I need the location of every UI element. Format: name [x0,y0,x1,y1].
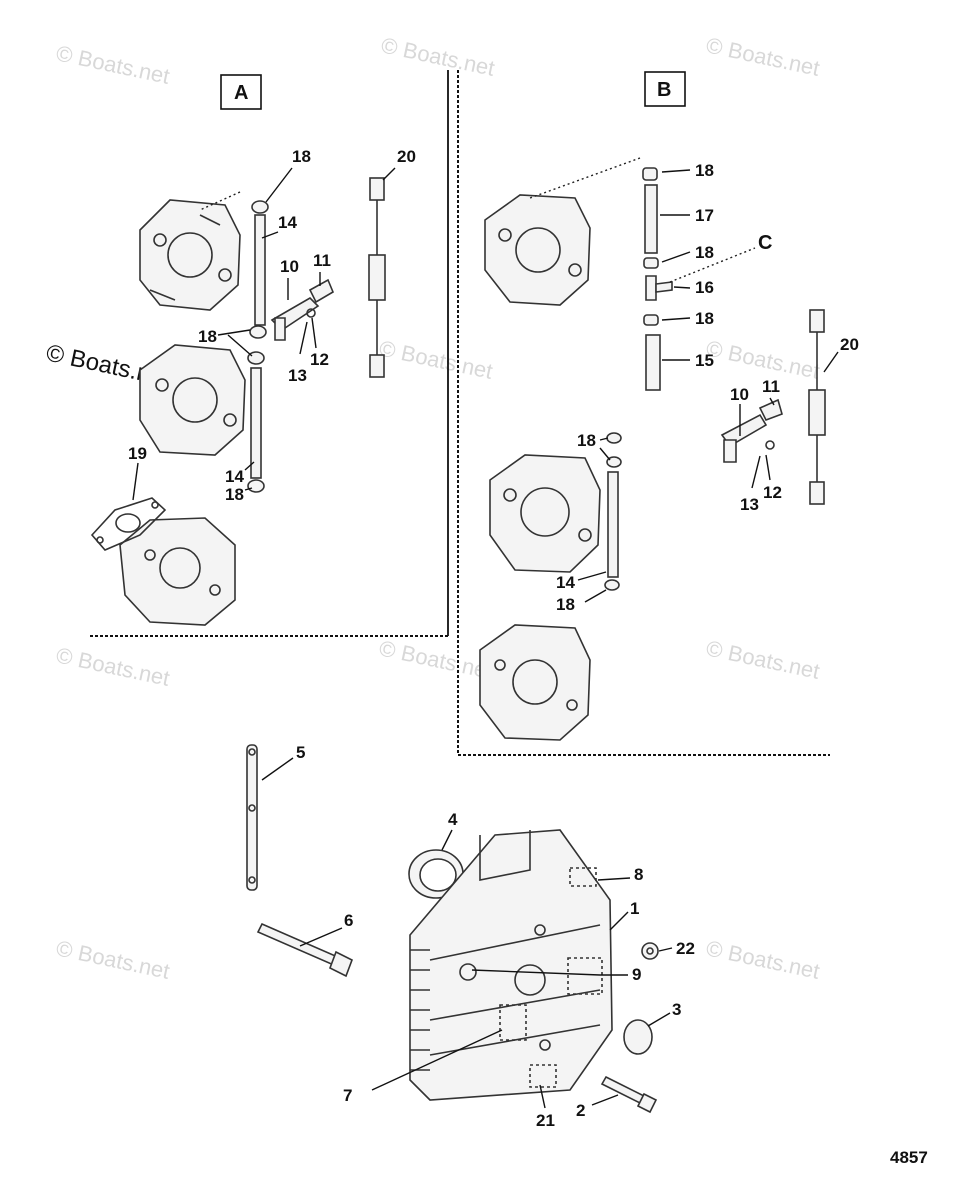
callout: 2 [576,1101,585,1120]
callout: 6 [344,911,353,930]
callout: 11 [313,251,331,270]
fuel-hose-b-15 [643,314,661,391]
cover-fins [410,949,430,1071]
svg-text:B: B [657,79,671,101]
callout: 13 [288,366,307,385]
callout: 18 [577,431,596,450]
callout: 11 [762,377,780,396]
link-arm-b [720,398,783,463]
callout-labels: 18 14 20 11 10 18 12 13 19 14 18 18 17 1… [128,147,859,1130]
fuel-hose-a-lower [247,351,265,493]
callout: 18 [225,485,244,504]
callout: 18 [292,147,311,166]
callout: 7 [343,1086,352,1105]
callout: 18 [695,161,714,180]
callout: 22 [676,939,695,958]
dashed-leader [199,191,241,211]
callout: 4 [448,810,458,829]
callout: 10 [730,385,749,404]
carburetor-b-middle [489,454,601,573]
callout: 20 [397,147,416,166]
washer-22 [641,942,659,960]
callout: 19 [128,444,147,463]
carburetor-a-middle [139,344,246,456]
callout: 21 [536,1111,555,1130]
carburetor-a-top [139,199,241,311]
callout: 18 [198,327,217,346]
link-rod-b [808,309,826,505]
carburetor-b-top [484,194,591,306]
watermark: © Boats.net [704,635,822,683]
callout: 13 [740,495,759,514]
callout: 18 [695,243,714,262]
screw-6 [256,922,354,978]
carburetor-a-bottom [119,517,236,626]
svg-text:A: A [234,82,248,104]
plug-3 [623,1019,653,1055]
watermark: © Boats.net [704,935,822,983]
dashed-leader-c [669,247,756,283]
fuel-hose-b-17 [642,167,659,269]
callout: 3 [672,1000,681,1019]
point-c-label: C [758,232,772,254]
callout: 17 [695,206,714,225]
watermark: © Boats.net [377,335,495,383]
callout: 1 [630,899,639,918]
callout: 20 [840,335,859,354]
watermark: © Boats.net [704,32,822,80]
callout: 8 [634,865,643,884]
watermark: © Boats.net [54,642,172,690]
link-rod-a [368,177,386,378]
carburetor-b-bottom [479,624,591,741]
callout: 16 [695,278,714,297]
watermark: © Boats.net [54,935,172,983]
callout: 14 [556,573,575,592]
seal-ring-4 [408,849,464,899]
cover-assembly-1 [409,829,613,1101]
figure-number: 4857 [890,1148,928,1167]
dashed-leader [529,157,641,199]
callout: 15 [695,351,714,370]
callout: 12 [763,483,782,502]
leader-lines [132,167,839,1109]
callout: 12 [310,350,329,369]
callout: 18 [556,595,575,614]
watermark: © Boats.net [379,32,497,80]
callout: 10 [280,257,299,276]
callout: 5 [296,743,305,762]
watermark: © Boats.net [54,40,172,88]
tee-fitting-16 [645,275,673,301]
fuel-hose-b-14 [604,432,622,591]
callout: 9 [632,965,641,984]
screw-2 [600,1075,658,1114]
callout: 14 [278,213,297,232]
link-arm-a [270,278,335,341]
fuel-hose-a-upper [249,200,269,339]
link-rod-5 [246,744,258,891]
callout: 14 [225,467,244,486]
view-label-a: A [220,74,262,110]
callout: 18 [695,309,714,328]
view-label-b: B [644,71,686,107]
gasket-19 [90,497,167,551]
watermark: © Boats.net [377,635,495,683]
section-separators [90,70,830,756]
